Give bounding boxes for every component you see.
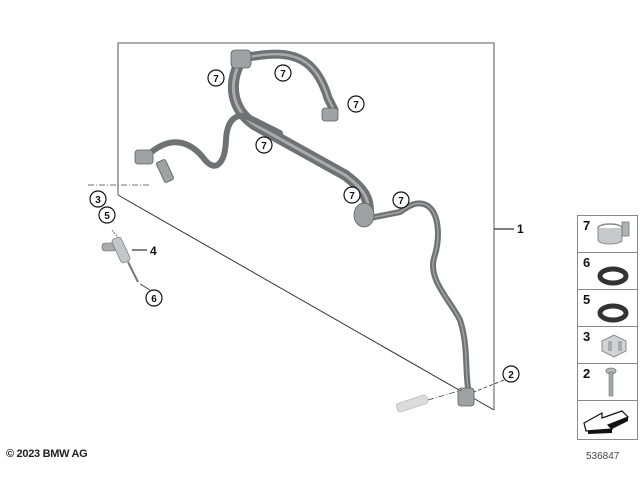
image-number: 536847 [586, 451, 620, 462]
leader-dashdot-lower [427, 389, 463, 401]
svg-text:5: 5 [104, 211, 110, 222]
svg-text:1: 1 [517, 222, 524, 236]
svg-text:4: 4 [150, 244, 157, 258]
legend-item-bracket[interactable]: 3 [578, 327, 637, 364]
assembly-frame [117, 42, 495, 411]
o-ring-icon [597, 303, 629, 323]
lower-valve-connector [353, 202, 375, 228]
callout-seal-lower: 6 [139, 283, 163, 307]
legend-number: 5 [583, 292, 591, 307]
hose-assembly [145, 49, 471, 391]
legend-number: 7 [583, 218, 591, 233]
lower-right-connector [457, 387, 475, 407]
left-sensor [156, 159, 174, 183]
clip-bracket-icon [601, 334, 627, 358]
arrow-icon [583, 410, 630, 434]
top-elbow-connector [230, 49, 252, 69]
svg-text:3: 3 [95, 195, 101, 206]
legend-item-bolt[interactable]: 2 [578, 364, 637, 401]
legend-item-clamp[interactable]: 7 [578, 216, 637, 253]
clamp-icon [597, 221, 630, 245]
svg-text:7: 7 [280, 69, 286, 80]
callout-clip-top-mid: 7 [274, 64, 292, 82]
callout-clip-middle: 7 [255, 136, 273, 154]
legend-number: 6 [583, 255, 591, 270]
callout-bracket: 3 [89, 190, 107, 208]
legend-item-o-ring-6[interactable]: 6 [578, 253, 637, 290]
legend-item-arrow[interactable] [578, 401, 637, 439]
svg-text:7: 7 [261, 141, 267, 152]
callout-seal-upper: 5 [98, 206, 116, 224]
svg-text:2: 2 [508, 370, 514, 381]
legend-number: 3 [583, 329, 591, 344]
callout-clip-lower-left: 7 [343, 186, 361, 204]
copyright-notice: © 2023 BMW AG [6, 448, 88, 460]
connectors [134, 49, 475, 407]
o-ring-icon [597, 266, 629, 286]
part-label-1: 1 [494, 222, 524, 236]
callout-clip-top-right: 7 [347, 95, 365, 113]
bolt-icon [605, 367, 617, 397]
fuel-injector: 4 [101, 229, 157, 283]
legend-number: 2 [583, 366, 591, 381]
svg-text:6: 6 [151, 294, 157, 305]
legend-item-o-ring-5[interactable]: 5 [578, 290, 637, 327]
parts-legend: 7 6 5 3 2 [577, 215, 638, 440]
callout-clip-top-left: 7 [207, 69, 225, 87]
svg-text:7: 7 [353, 100, 359, 111]
svg-text:7: 7 [398, 196, 404, 207]
svg-text:7: 7 [213, 74, 219, 85]
svg-text:7: 7 [349, 191, 355, 202]
callout-clip-lower-right: 7 [392, 191, 410, 209]
faded-injector [395, 394, 429, 413]
left-injector-connector [134, 149, 154, 165]
top-right-connector [321, 107, 339, 122]
callout-bolt: 2 [473, 365, 520, 393]
